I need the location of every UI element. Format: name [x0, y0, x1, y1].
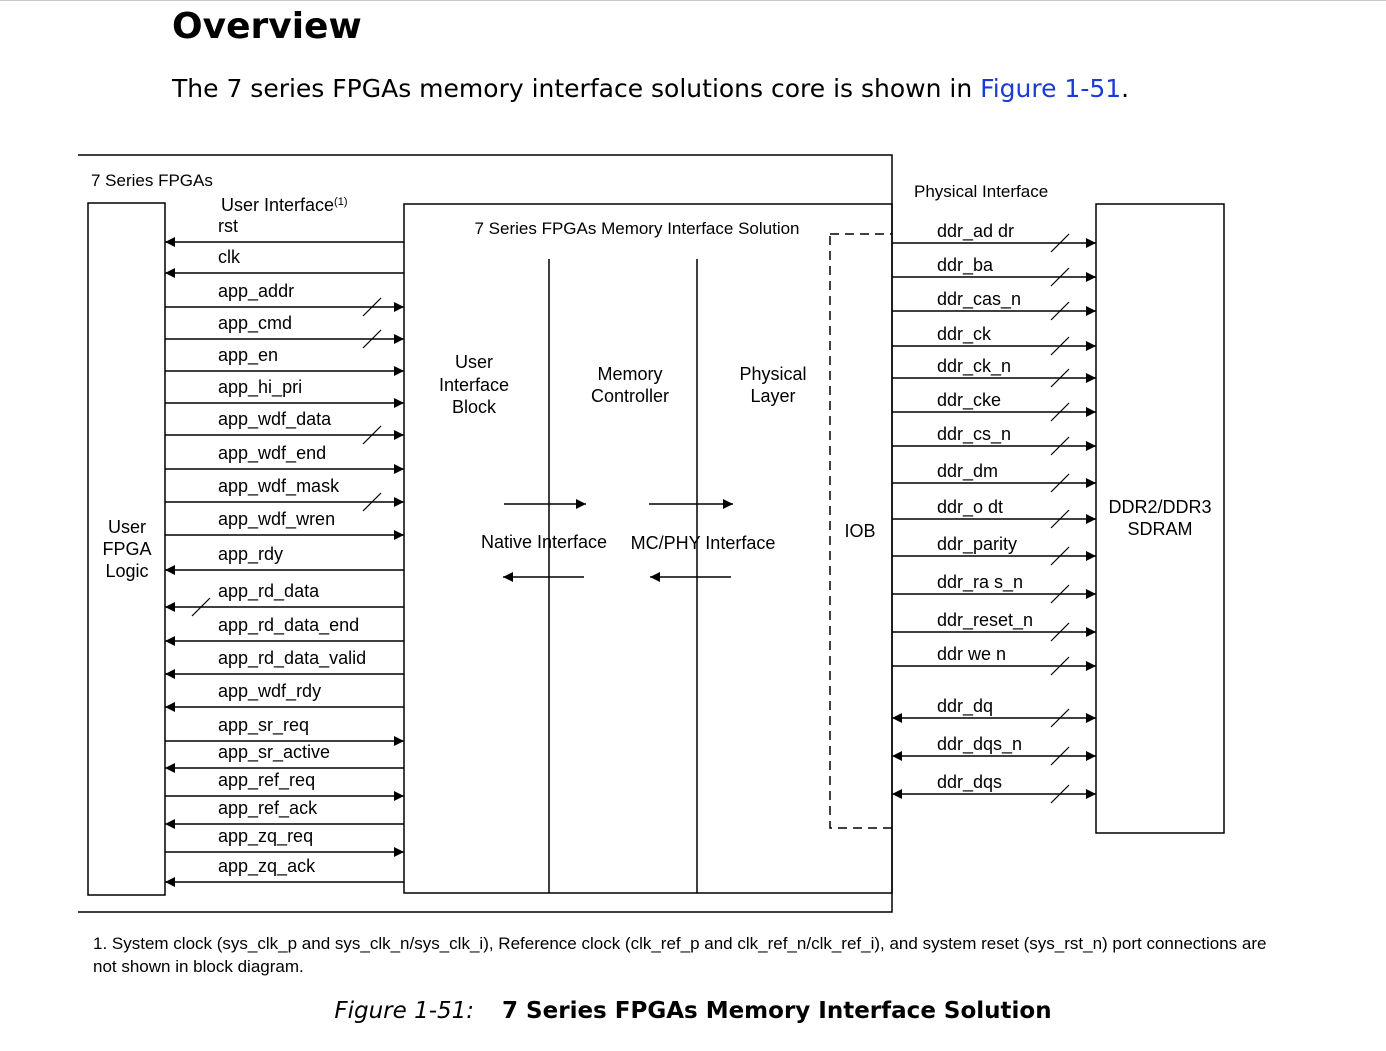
signal-label-app-zq-ack: app_zq_ack	[218, 856, 316, 877]
phys-label-ddr-dqs-n: ddr_dqs_n	[937, 734, 1022, 755]
phys-label-ddr-ck-n: ddr_ck_n	[937, 356, 1011, 377]
memory-controller-label-1: Memory	[597, 364, 662, 384]
user-logic-label-3: Logic	[105, 561, 148, 581]
phys-bus-slash-ddr-cke	[1050, 402, 1070, 422]
phys-label-ddr-dm: ddr_dm	[937, 461, 998, 482]
user-signal-group: rst clk app_addr app_cmd app_en app_hi_priapp…	[165, 216, 404, 887]
user-fpga-logic-block	[87, 202, 166, 896]
figure-footnote: 1. System clock (sys_clk_p and sys_clk_n…	[93, 934, 1267, 976]
phys-bus-slash-ddr-cs-n	[1050, 436, 1070, 456]
intro-paragraph: The 7 series FPGAs memory interface solu…	[172, 74, 1129, 103]
footnote-marker: (1)	[334, 196, 347, 208]
phys-bus-slash-ddr-dqs	[1050, 784, 1070, 804]
fpga-outer-label: 7 Series FPGAs	[91, 171, 213, 190]
signal-label-app-cmd: app_cmd	[218, 313, 292, 334]
physical-interface-label: Physical Interface	[914, 182, 1048, 201]
phys-bus-slash-ddr-parity	[1050, 546, 1070, 566]
physical-signal-group: ddr_ad dr ddr_ba ddr_cas_n ddr_ck ddr_ck_ndd…	[892, 221, 1096, 804]
ui-block-label-2: Interface	[439, 375, 509, 395]
phys-label-ddr-we-n: ddr we n	[937, 644, 1006, 664]
memory-interface-solution-block	[403, 203, 893, 894]
phys-bus-slash-ddr-we-n	[1050, 656, 1070, 676]
phys-bus-slash-ddr-dq	[1050, 708, 1070, 728]
bus-slash-app-rd-data	[191, 597, 211, 617]
intro-text: The 7 series FPGAs memory interface solu…	[172, 74, 981, 103]
memory-controller-label-2: Controller	[591, 386, 669, 406]
figure-number: Figure 1-51:	[334, 998, 475, 1024]
phys-bus-slash-ddr-dqs-n	[1050, 746, 1070, 766]
signal-label-app-wdf-mask: app_wdf_mask	[218, 476, 340, 497]
signal-label-app-hi-pri: app_hi_pri	[218, 377, 302, 398]
signal-label-app-sr-active: app_sr_active	[218, 742, 330, 763]
bus-slash-app-addr	[362, 297, 382, 317]
phys-bus-slash-ddr-ad-dr	[1050, 233, 1070, 253]
phys-bus-slash-ddr-ba	[1050, 267, 1070, 287]
phys-label-ddr-cs-n: ddr_cs_n	[937, 424, 1011, 445]
signal-label-app-ref-req: app_ref_req	[218, 770, 315, 791]
bus-slash-app-wdf-data	[362, 425, 382, 445]
signal-label-app-ref-ack: app_ref_ack	[218, 798, 318, 819]
signal-label-clk: clk	[218, 247, 241, 267]
signal-label-app-addr: app_addr	[218, 281, 294, 302]
solution-title: 7 Series FPGAs Memory Interface Solution	[474, 219, 799, 238]
figure-caption: Figure 1-51: 7 Series FPGAs Memory Interf…	[0, 998, 1386, 1024]
signal-label-app-wdf-data: app_wdf_data	[218, 409, 332, 430]
section-heading: Overview	[172, 6, 362, 47]
signal-label-app-sr-req: app_sr_req	[218, 715, 309, 736]
phys-label-ddr-ba: ddr_ba	[937, 255, 994, 276]
sdram-label-1: DDR2/DDR3	[1108, 497, 1211, 517]
mc-phy-interface-label: MC/PHY Interface	[631, 533, 776, 553]
phys-label-ddr-ad-dr: ddr_ad dr	[937, 221, 1014, 242]
signal-label-app-rd-data-end: app_rd_data_end	[218, 615, 359, 636]
figure-title: 7 Series FPGAs Memory Interface Solution	[502, 998, 1052, 1024]
iob-label: IOB	[844, 521, 875, 541]
ui-block-label-3: Block	[452, 397, 497, 417]
user-interface-label: User Interface	[221, 195, 334, 215]
phys-label-ddr-ra-s-n: ddr_ra s_n	[937, 572, 1023, 593]
phys-label-ddr-dqs: ddr_dqs	[937, 772, 1002, 793]
bus-slash-app-wdf-mask	[362, 492, 382, 512]
phys-label-ddr-parity: ddr_parity	[937, 534, 1017, 555]
phys-bus-slash-ddr-reset-n	[1050, 622, 1070, 642]
phys-bus-slash-ddr-ra-s-n	[1050, 584, 1070, 604]
user-logic-label-2: FPGA	[102, 539, 151, 559]
signal-label-app-wdf-rdy: app_wdf_rdy	[218, 681, 321, 702]
native-interface-label: Native Interface	[481, 532, 607, 552]
sdram-label-2: SDRAM	[1127, 519, 1192, 539]
figure-link[interactable]: Figure 1-51	[980, 74, 1122, 103]
signal-label-rst: rst	[218, 216, 238, 236]
top-rule	[0, 0, 1386, 1]
physical-layer-label-1: Physical	[739, 364, 806, 384]
phys-label-ddr-reset-n: ddr_reset_n	[937, 610, 1033, 631]
phys-label-ddr-dq: ddr_dq	[937, 696, 993, 717]
signal-label-app-zq-req: app_zq_req	[218, 826, 313, 847]
iob-dashed-box	[829, 233, 892, 829]
signal-label-app-rd-data-valid: app_rd_data_valid	[218, 648, 366, 669]
user-logic-label-1: User	[108, 517, 146, 537]
phys-label-ddr-cas-n: ddr_cas_n	[937, 289, 1021, 310]
phys-bus-slash-ddr-cas-n	[1050, 301, 1070, 321]
bus-slash-app-cmd	[362, 329, 382, 349]
signal-label-app-rdy: app_rdy	[218, 544, 283, 565]
signal-label-app-en: app_en	[218, 345, 278, 366]
physical-layer-label-2: Layer	[750, 386, 795, 406]
ui-block-label-1: User	[455, 352, 493, 372]
intro-end: .	[1121, 74, 1130, 103]
phys-bus-slash-ddr-ck	[1050, 336, 1070, 356]
phys-bus-slash-ddr-o-dt	[1050, 509, 1070, 529]
phys-bus-slash-ddr-dm	[1050, 473, 1070, 493]
phys-label-ddr-o-dt: ddr_o dt	[937, 497, 1003, 518]
phys-label-ddr-ck: ddr_ck	[937, 324, 992, 345]
phys-label-ddr-cke: ddr_cke	[937, 390, 1001, 411]
user-interface-title: User Interface(1)	[221, 195, 348, 215]
signal-label-app-rd-data: app_rd_data	[218, 581, 320, 602]
phys-bus-slash-ddr-ck-n	[1050, 368, 1070, 388]
signal-label-app-wdf-end: app_wdf_end	[218, 443, 326, 464]
signal-label-app-wdf-wren: app_wdf_wren	[218, 509, 335, 530]
